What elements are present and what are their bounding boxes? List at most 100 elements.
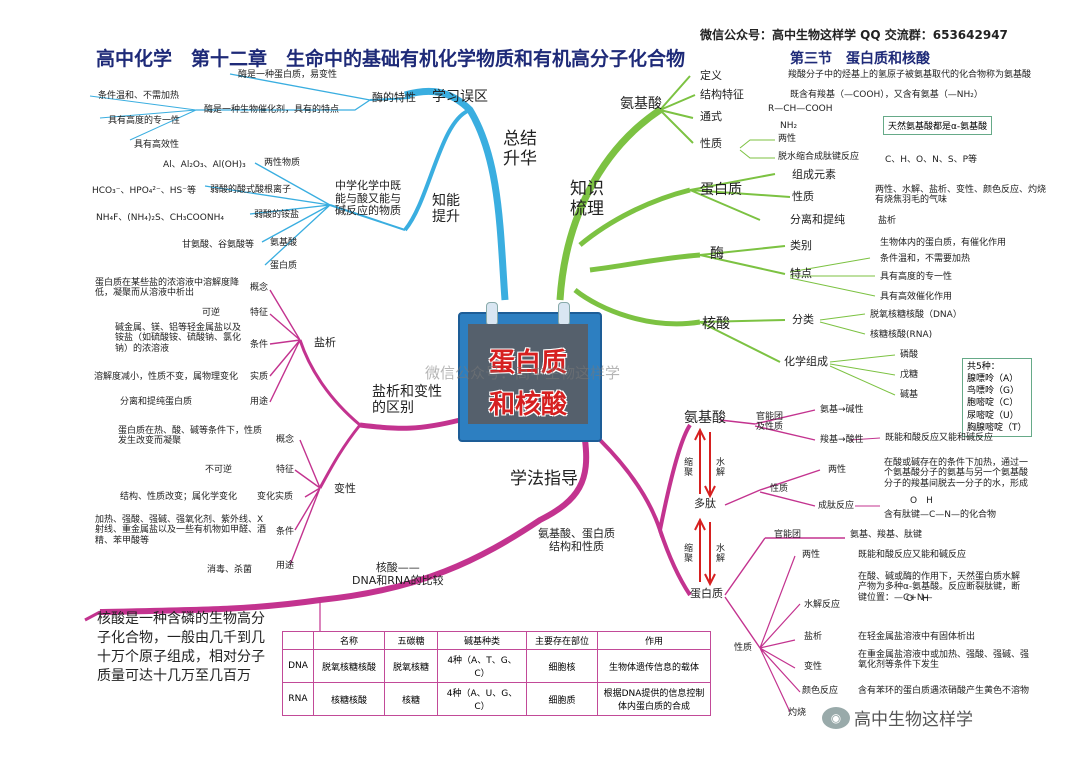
enzyme-feat: 特点: [790, 267, 812, 280]
mistake-a: 酶是一种蛋白质，易变性: [238, 70, 338, 80]
s-p-cond-d: 在酸或碱存在的条件下加热，通过一个氨基酸分子的氨基与另一个氨基酸分子的羧基间脱去…: [884, 458, 1029, 489]
salting-label: 盐析和变性 的区别: [372, 384, 442, 417]
ability-i1: 两性物质: [264, 158, 301, 168]
s-pr-den-d: 在重金属盐溶液中或加热、强酸、强碱、强氧化剂等条件下发生: [858, 650, 1030, 671]
ability-i2d: HCO₃⁻、HPO₄²⁻、HS⁻等: [92, 186, 196, 196]
denat-concept-d: 蛋白质在热、酸、碱等条件下，性质发生改变而凝聚: [118, 426, 263, 447]
denat-essence: 变化实质: [257, 492, 294, 502]
denat-feat-d: 不可逆: [205, 465, 233, 475]
table-row: RNA 核糖核酸 核糖 4种（A、U、G、C） 细胞质 根据DNA提供的信息控制…: [282, 682, 711, 716]
table-cell: 4种（A、T、G、C）: [437, 649, 527, 683]
table-cell: RNA: [282, 682, 314, 716]
s-peptide: 多肽: [694, 497, 716, 510]
table-header: 名称: [313, 631, 385, 650]
s-pr-group-d: 氨基、羧基、肽键: [850, 530, 923, 540]
mistake-b: 酶是一种生物催化剂，具有的特点: [204, 105, 340, 115]
nucleic-p2: 戊糖: [900, 370, 919, 380]
ability-label: 知能 提升: [432, 193, 460, 226]
denat-use-d: 消毒、杀菌: [207, 565, 253, 575]
protein-elem-d: C、H、O、N、S、P等: [885, 155, 978, 165]
table-header-row: 名称 五碳糖 碱基种类 主要存在部位 作用: [282, 631, 711, 650]
s-g1: 氨基→碱性: [820, 405, 864, 415]
amino-formula: 通式: [700, 110, 722, 123]
bases-box: 共5种： 腺嘌呤（A） 鸟嘌呤（G） 胞嘧啶（C） 尿嘧啶（U） 胸腺嘧啶（T）: [962, 358, 1032, 437]
nucleic-label: 核酸: [702, 316, 730, 332]
ability-group: 中学化学中既 能与酸又能与 碱反应的物质: [335, 179, 401, 218]
mistakes-label: 学习误区: [432, 89, 488, 105]
salt-essence-d: 溶解度减小，性质不变，属物理变化: [94, 372, 239, 382]
base-3: 胞嘧啶（C）: [967, 398, 1019, 409]
structure-label: 氨基酸、蛋白质 结构和性质: [538, 527, 615, 553]
s-arrow-up2: 缩 聚: [684, 544, 694, 565]
table-header: [282, 631, 314, 650]
amino-formula-note: 天然氨基酸都是α-氨基酸: [883, 116, 993, 135]
ability-i1d: Al、Al₂O₃、Al(OH)₃: [163, 160, 246, 170]
magenta-down-trunk: [99, 439, 590, 615]
table-cell: DNA: [282, 649, 314, 683]
magenta-left-trunk: [359, 417, 461, 431]
denat-cond-d: 加热、强酸、强碱、强氧化剂、紫外线、X射线、重金属盐以及一些有机物如甲醛、酒精、…: [95, 515, 267, 546]
salt-use-d: 分离和提纯蛋白质: [120, 397, 193, 407]
s-pr-hyd: 水解反应: [804, 600, 841, 610]
dna-rna-table: 名称 五碳糖 碱基种类 主要存在部位 作用 DNA 脱氧核糖核酸 脱氧核糖 4种…: [282, 631, 711, 716]
s-pr-burn: 灼烧: [788, 708, 807, 718]
s-pr-amph: 两性: [802, 550, 821, 560]
amino-label: 氨基酸: [620, 96, 662, 112]
s-p-cond: 成肽反应: [818, 501, 855, 511]
enzyme-f2: 具有高度的专一性: [880, 272, 953, 282]
header-contact: 微信公众号：高中生物这样学 QQ 交流群：653642947: [700, 28, 1008, 42]
base-2: 鸟嘌呤（G）: [967, 386, 1019, 397]
s-group: 官能团 及性质: [756, 412, 784, 433]
protein-prop-d: 两性、水解、盐析、变性、颜色反应、灼烧有烧焦羽毛的气味: [875, 185, 1047, 206]
s-pr-prop: 性质: [734, 643, 753, 653]
calendar-image: [468, 324, 588, 424]
calendar-ring-icon: [558, 302, 570, 326]
s-pr-color-d: 含有苯环的蛋白质遇浓硝酸产生黄色不溶物: [858, 686, 1030, 696]
table-cell: 细胞核: [526, 649, 598, 683]
green-trunk: [556, 107, 662, 301]
amino-prop1: 两性: [778, 134, 797, 144]
base-1: 腺嘌呤（A）: [967, 374, 1019, 385]
table-header: 作用: [597, 631, 711, 650]
s-amino: 氨基酸: [684, 410, 726, 426]
s-arrow-down2: 水 解: [716, 544, 726, 565]
center-title-line2: 和核酸: [488, 390, 567, 420]
s-pr-hyd-d: 在酸、碱或酶的作用下，天然蛋白质水解产物为多种α-氨基酸。反应断裂肽键，断键位置…: [858, 572, 1021, 603]
center-title-line1: 蛋白质: [488, 348, 567, 378]
table-cell: 核糖核酸: [313, 682, 385, 716]
table-cell: 核糖: [384, 682, 438, 716]
enzyme-trait-label: 酶的特性: [372, 91, 416, 104]
protein-elem: 组成元素: [792, 168, 836, 181]
s-pr-amph-d: 既能和酸反应又能和碱反应: [858, 550, 967, 560]
table-header: 碱基种类: [437, 631, 527, 650]
table-cell: 4种（A、U、G、C）: [437, 682, 527, 716]
table-cell: 脱氧核糖: [384, 649, 438, 683]
base-4: 尿嘧啶（U）: [967, 410, 1019, 421]
watermark-bottom-right: ◉高中生物这样学: [822, 705, 973, 730]
salt-use: 用途: [250, 397, 269, 407]
method-label: 学法指导: [510, 469, 578, 489]
mistake-b2: 具有高度的专一性: [108, 116, 181, 126]
s-pr-salt-d: 在轻金属盐溶液中有固体析出: [858, 632, 976, 642]
nucleic-cmp-label: 核酸—— DNA和RNA的比较: [352, 561, 444, 587]
base-5: 胸腺嘧啶（T）: [967, 422, 1027, 433]
amino-struct-d: 既含有羧基（—COOH），又含有氨基（—NH₂）: [790, 90, 983, 100]
table-header: 主要存在部位: [526, 631, 598, 650]
ability-i5: 蛋白质: [270, 261, 298, 271]
knowledge-label: 知识 梳理: [570, 179, 604, 219]
blue-trunk: [404, 87, 509, 301]
denat-essence-d: 结构、性质改变；属化学变化: [120, 492, 238, 502]
summary-label: 总结 升华: [503, 129, 537, 169]
salt-label: 盐析: [314, 336, 336, 349]
nucleic-cls: 分类: [792, 313, 814, 326]
nucleic-intro: 核酸是一种含磷的生物高分子化合物，一般由几千到几十万个原子组成，相对分子质量可达…: [97, 611, 265, 684]
amino-def-d: 羧酸分子中的烃基上的氢原子被氨基取代的化合物称为氨基酸: [788, 70, 1032, 80]
s-pr-salt: 盐析: [804, 632, 823, 642]
protein-sep-d: 盐析: [878, 216, 897, 226]
ability-i3: 弱酸的铵盐: [254, 210, 300, 220]
mistake-b1: 条件温和、不需加热: [98, 91, 180, 101]
s-p-bond-o: O H: [910, 496, 933, 506]
salt-cond-d: 碱金属、镁、铝等轻金属盐以及铵盐（如硫酸铵、硫酸钠、氯化钠）的浓溶液: [115, 323, 242, 354]
